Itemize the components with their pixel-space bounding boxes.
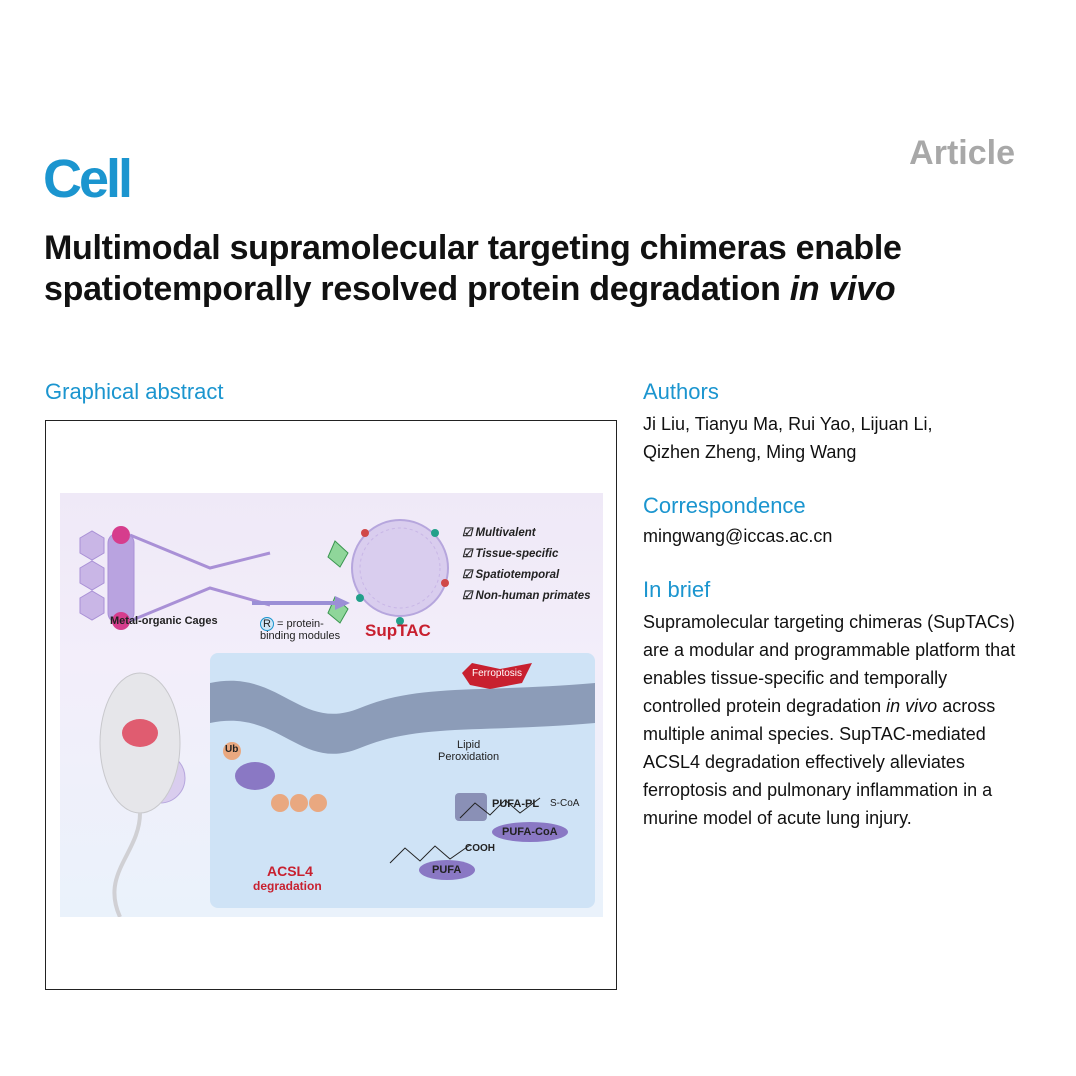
pufa-coa-pill <box>492 822 568 842</box>
pufa-label: PUFA <box>432 864 462 876</box>
feature-non-human-primates: ☑ Non-human primates <box>462 590 591 602</box>
feature-multivalent: ☑ Multivalent <box>462 527 536 539</box>
cages-label: Metal-organic Cages <box>110 615 218 627</box>
article-type-label: Article <box>909 134 1015 172</box>
ub-label: Ub <box>225 744 239 755</box>
suptac-label: SupTAC <box>365 621 431 640</box>
authors-heading: Authors <box>643 379 719 404</box>
title-text: Multimodal supramolecular targeting chim… <box>44 229 902 308</box>
suptac-nanoparticle-icon <box>351 519 449 625</box>
authors-list: Ji Liu, Tianyu Ma, Rui Yao, Lijuan Li,Qi… <box>643 414 933 462</box>
feature-spatiotemporal: ☑ Spatiotemporal <box>462 569 560 581</box>
pufa-coa-label: PUFA-CoA <box>502 826 558 838</box>
journal-logo: Cell <box>43 149 133 209</box>
title-italic: in vivo <box>789 270 896 308</box>
correspondence-email[interactable]: mingwang@iccas.ac.cn <box>643 526 833 546</box>
graphical-abstract-heading: Graphical abstract <box>45 379 224 404</box>
in-brief-text: Supramolecular targeting chimeras (SupTA… <box>643 612 1016 828</box>
r-definition: R = protein-binding modules <box>260 617 341 642</box>
cooh-label: COOH <box>465 843 495 854</box>
graphical-abstract-figure: Metal-organic Cages R = protein-binding … <box>60 493 603 917</box>
protein-aggregate-icon <box>235 762 275 790</box>
acsl4-label: ACSL4 <box>267 863 313 879</box>
cell-membrane <box>210 680 595 754</box>
s-coa-label: S-CoA <box>550 798 580 809</box>
graphical-abstract-frame <box>45 420 617 990</box>
pufa-pill <box>419 860 475 880</box>
feature-tissue-specific: ☑ Tissue-specific <box>462 548 559 560</box>
pufa-pl-label: PUFA-PL <box>492 798 540 810</box>
degradation-label: degradation <box>253 879 322 893</box>
in-brief-heading: In brief <box>643 577 711 602</box>
figure-illustration <box>79 519 595 917</box>
cage-icon <box>79 526 349 630</box>
article-title: Multimodal supramolecular targeting chim… <box>44 228 1004 310</box>
ferroptosis-burst-icon <box>462 663 532 689</box>
correspondence-heading: Correspondence <box>643 493 806 518</box>
ferroptosis-label: Ferroptosis <box>472 668 523 679</box>
lung-icon <box>122 719 158 747</box>
